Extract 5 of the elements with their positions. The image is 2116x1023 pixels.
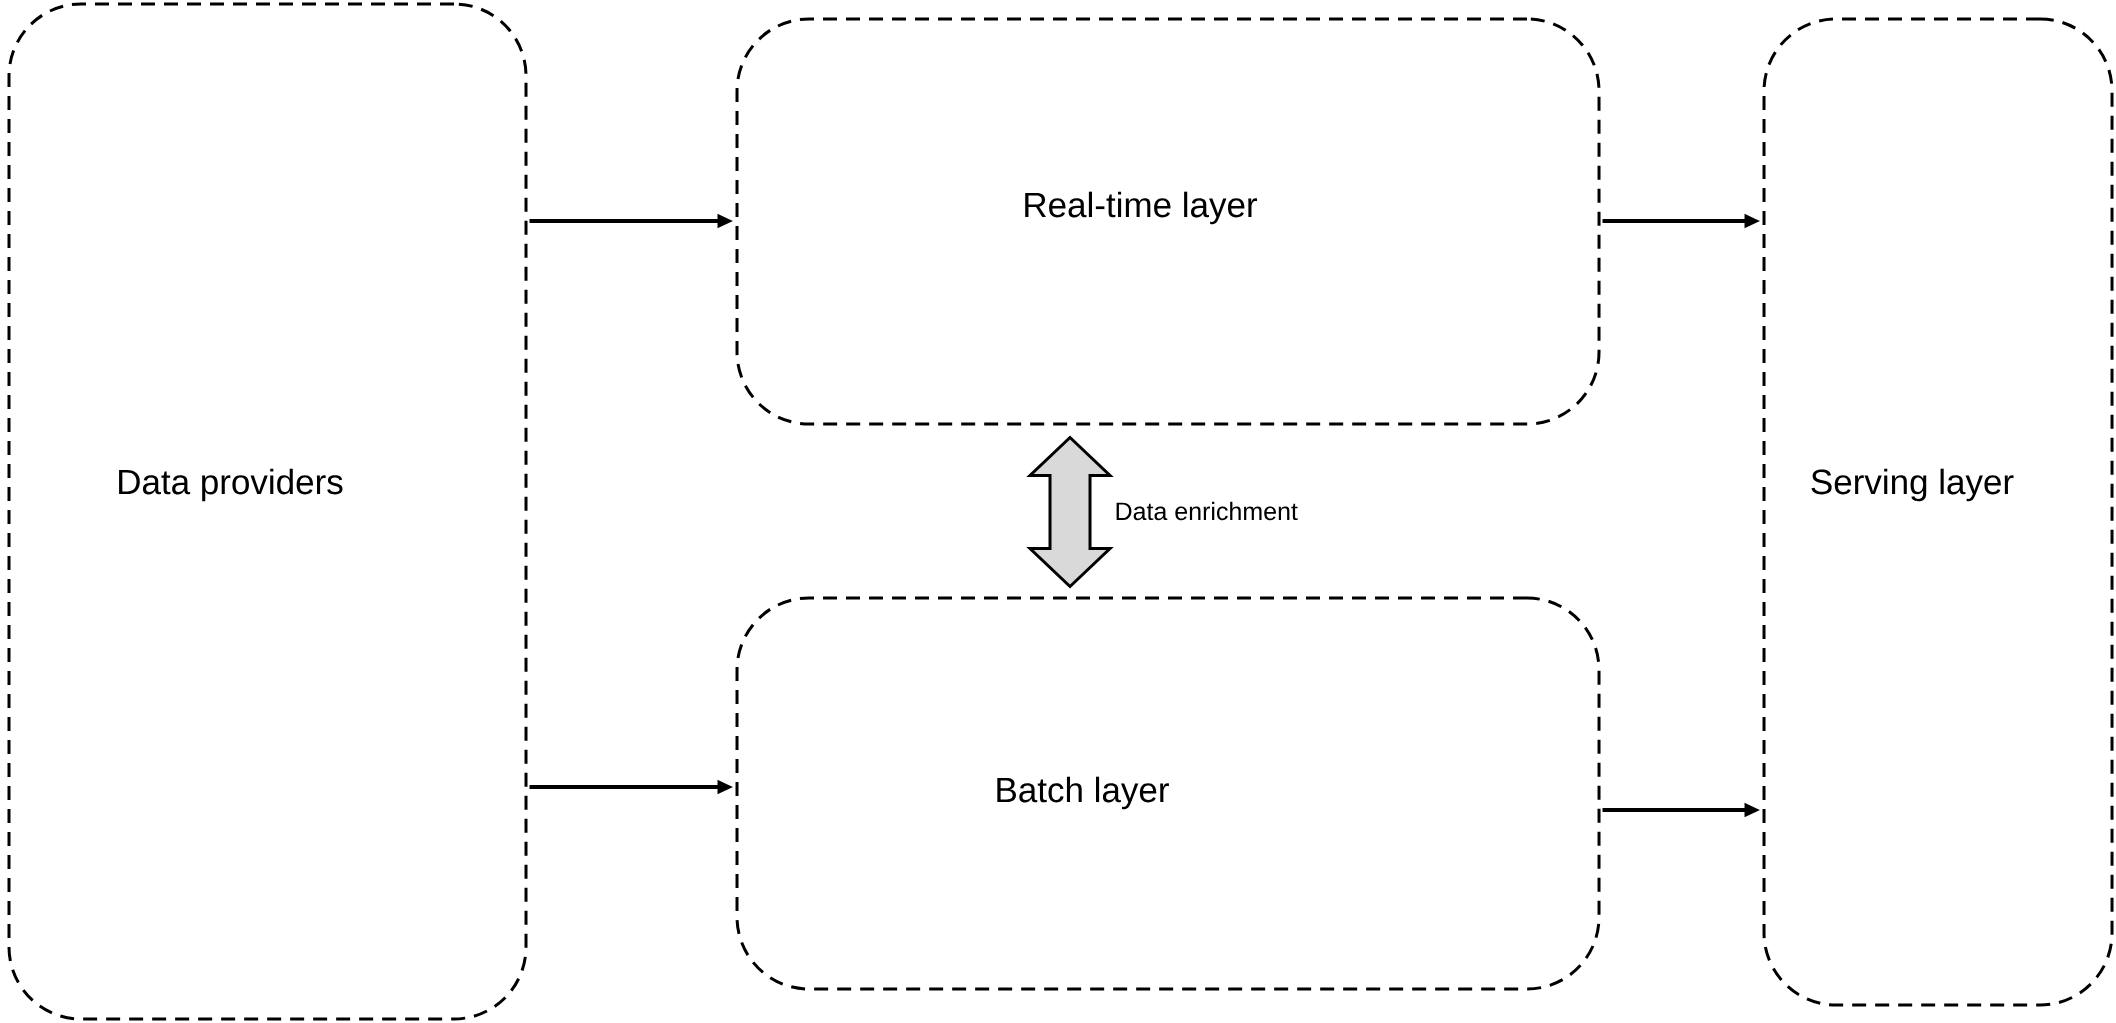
layer-box: Real-time layer [735, 17, 1601, 426]
edge-label: Data enrichment [1116, 501, 1298, 521]
layer-box: Serving layer [1762, 17, 2114, 1007]
layer-box: Batch layer [735, 596, 1601, 991]
layer-box: Data providers [7, 2, 528, 1021]
